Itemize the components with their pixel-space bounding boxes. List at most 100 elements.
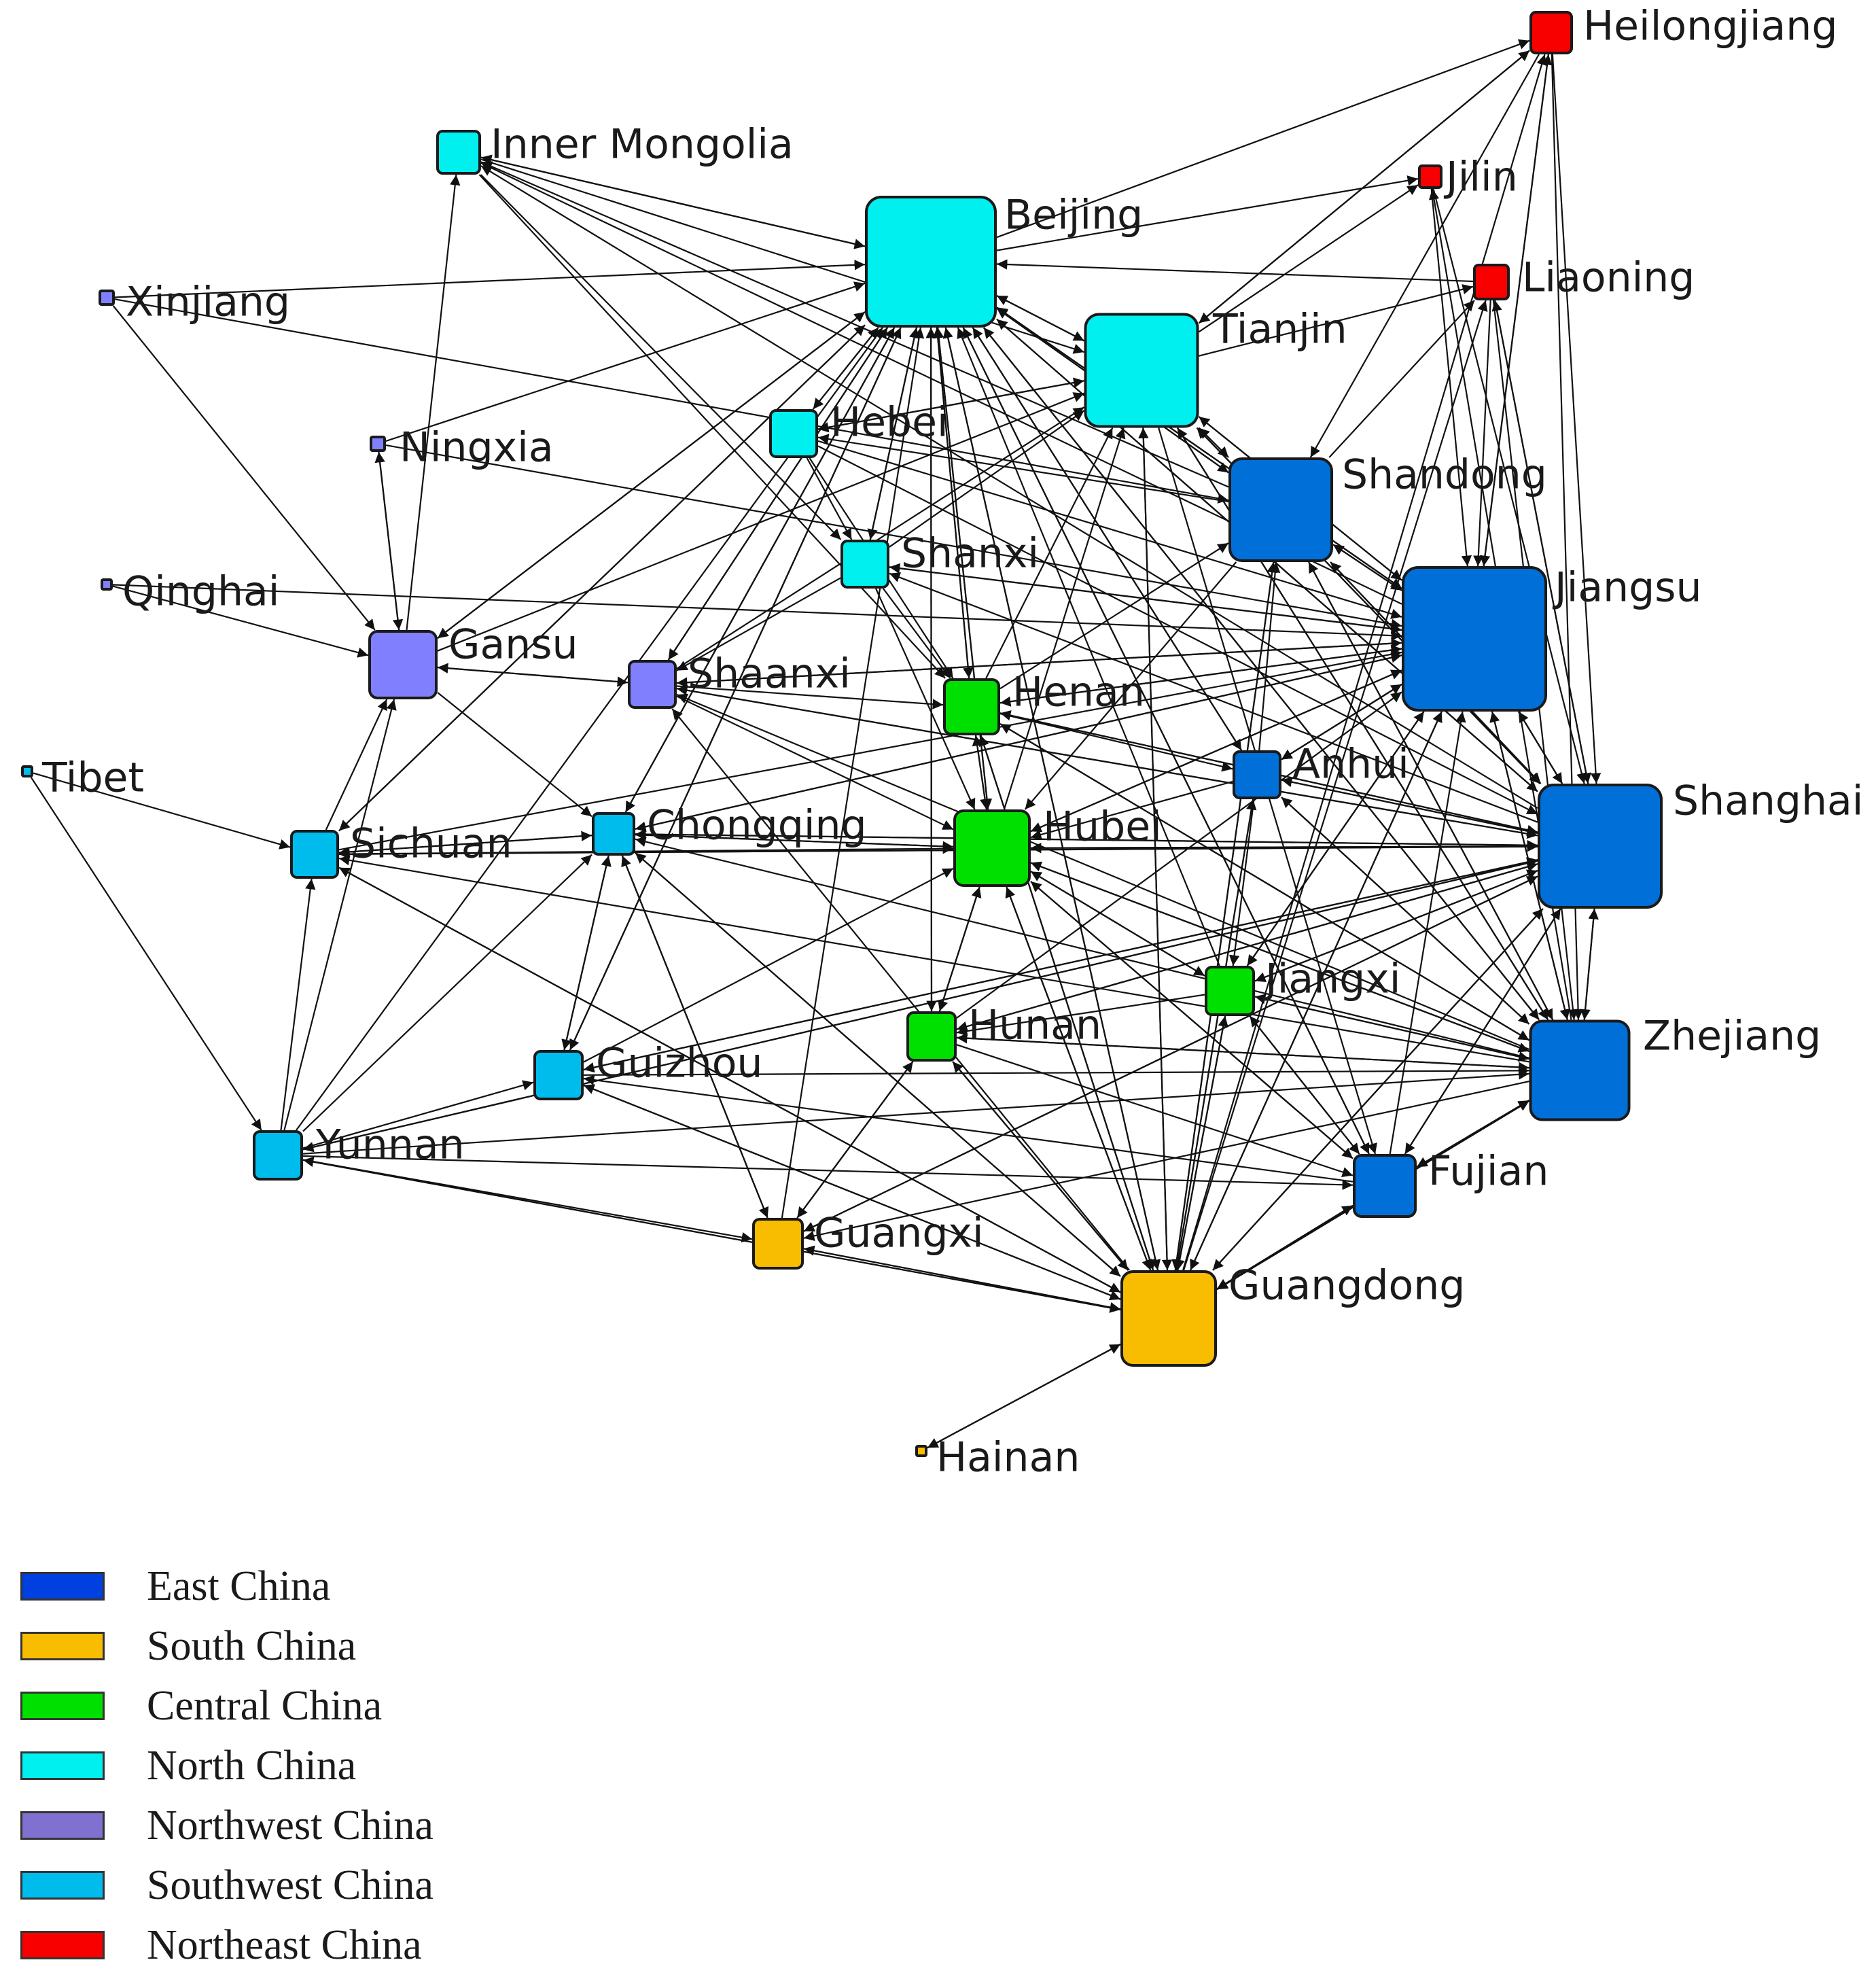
- node-hubei[interactable]: Hubei: [953, 803, 1162, 887]
- node-shanxi[interactable]: Shanxi: [840, 530, 1039, 589]
- node-box-hainan[interactable]: [915, 1445, 927, 1457]
- edge-shanghai-to-guangxi: [803, 875, 1538, 1232]
- node-hunan[interactable]: Hunan: [906, 1002, 1101, 1062]
- node-box-ningxia[interactable]: [370, 436, 386, 452]
- node-sichuan[interactable]: Sichuan: [290, 820, 512, 879]
- edge-shanxi-to-hubei: [875, 588, 976, 810]
- node-box-sichuan[interactable]: [290, 830, 339, 879]
- node-box-liaoning[interactable]: [1473, 264, 1510, 300]
- node-guangxi[interactable]: Guangxi: [752, 1210, 984, 1270]
- legend-item-central-china: Central China: [20, 1676, 433, 1736]
- node-box-tianjin[interactable]: [1084, 313, 1199, 428]
- node-shanghai[interactable]: Shanghai: [1538, 777, 1863, 909]
- edge-liaoning-to-jiangsu: [1473, 300, 1491, 567]
- node-box-tibet[interactable]: [21, 765, 33, 777]
- node-jiangxi[interactable]: Jiangxi: [1205, 956, 1400, 1016]
- edge-gansu-to-chongqing: [437, 692, 592, 818]
- node-box-shanghai[interactable]: [1538, 784, 1663, 909]
- node-box-gansu[interactable]: [368, 630, 438, 699]
- node-box-guangxi[interactable]: [752, 1218, 804, 1270]
- node-box-shanxi[interactable]: [840, 540, 889, 589]
- edge-zhejiang-to-hubei: [1030, 861, 1529, 1052]
- node-box-heilongjiang[interactable]: [1529, 11, 1573, 54]
- edge-yunnan-to-sichuan: [280, 878, 316, 1131]
- node-label-shanghai: Shanghai: [1673, 777, 1863, 825]
- edge-guangdong-to-sichuan: [338, 867, 1121, 1293]
- node-box-hunan[interactable]: [906, 1011, 957, 1062]
- node-label-heilongjiang: Heilongjiang: [1583, 3, 1837, 50]
- node-label-henan: Henan: [1012, 669, 1145, 716]
- node-box-hubei[interactable]: [953, 809, 1031, 887]
- node-label-guizhou: Guizhou: [596, 1040, 762, 1087]
- node-box-beijing[interactable]: [865, 196, 997, 328]
- edge-guangdong-to-shandong: [1174, 561, 1277, 1271]
- node-fujian[interactable]: Fujian: [1353, 1148, 1548, 1218]
- edge-guangdong-to-shanghai: [1212, 908, 1544, 1271]
- node-box-zhejiang[interactable]: [1529, 1019, 1631, 1121]
- node-box-chongqing[interactable]: [592, 812, 635, 856]
- legend-swatch: [20, 1931, 105, 1959]
- node-box-qinghai[interactable]: [101, 578, 113, 591]
- node-label-hainan: Hainan: [936, 1434, 1080, 1482]
- node-inner-mongolia[interactable]: Inner Mongolia: [436, 121, 794, 175]
- node-ningxia[interactable]: Ningxia: [370, 424, 554, 472]
- node-guangdong[interactable]: Guangdong: [1120, 1262, 1465, 1367]
- node-label-fujian: Fujian: [1428, 1148, 1548, 1195]
- edge-zhejiang-to-henan: [999, 723, 1530, 1041]
- node-heilongjiang[interactable]: Heilongjiang: [1529, 3, 1837, 54]
- node-jilin[interactable]: Jilin: [1418, 154, 1518, 201]
- edge-yunnan-to-fujian: [302, 1155, 1353, 1190]
- node-box-fujian[interactable]: [1353, 1154, 1417, 1218]
- edge-jiangxi-to-hubei: [1030, 871, 1205, 977]
- node-yunnan[interactable]: Yunnan: [253, 1121, 465, 1181]
- node-anhui[interactable]: Anhui: [1233, 741, 1409, 799]
- edge-jiangsu-to-henan: [999, 648, 1402, 707]
- node-hebei[interactable]: Hebei: [769, 399, 949, 458]
- node-qinghai[interactable]: Qinghai: [101, 568, 279, 616]
- node-box-inner-mongolia[interactable]: [436, 130, 481, 175]
- legend-item-east-china: East China: [20, 1556, 433, 1616]
- node-box-jilin[interactable]: [1418, 164, 1443, 189]
- node-beijing[interactable]: Beijing: [865, 192, 1143, 328]
- node-box-shandong[interactable]: [1228, 457, 1333, 562]
- node-box-xinjiang[interactable]: [99, 290, 115, 306]
- node-box-anhui[interactable]: [1233, 750, 1281, 799]
- node-tianjin[interactable]: Tianjin: [1084, 306, 1347, 428]
- node-zhejiang[interactable]: Zhejiang: [1529, 1013, 1822, 1121]
- edge-beijing-to-tianjin: [996, 295, 1085, 342]
- node-shaanxi[interactable]: Shaanxi: [628, 650, 851, 709]
- edge-shanghai-to-hunan: [956, 863, 1538, 1032]
- node-xinjiang[interactable]: Xinjiang: [99, 279, 290, 326]
- node-box-hebei[interactable]: [769, 409, 818, 458]
- legend-label: Central China: [147, 1682, 383, 1729]
- node-box-guizhou[interactable]: [533, 1050, 584, 1100]
- node-box-jiangsu[interactable]: [1402, 566, 1547, 712]
- node-henan[interactable]: Henan: [943, 669, 1145, 735]
- node-gansu[interactable]: Gansu: [368, 621, 578, 699]
- edge-anhui-to-shandong: [1258, 561, 1281, 751]
- node-liaoning[interactable]: Liaoning: [1473, 254, 1695, 302]
- edge-shanxi-to-tianjin: [889, 410, 1085, 548]
- node-box-shaanxi[interactable]: [628, 660, 677, 709]
- node-guizhou[interactable]: Guizhou: [533, 1040, 762, 1100]
- node-chongqing[interactable]: Chongqing: [592, 802, 867, 856]
- legend-item-south-china: South China: [20, 1616, 433, 1676]
- node-box-jiangxi[interactable]: [1205, 966, 1255, 1016]
- node-hainan[interactable]: Hainan: [915, 1434, 1080, 1482]
- edge-shanxi-to-henan: [883, 588, 951, 679]
- node-box-henan[interactable]: [943, 678, 1000, 735]
- edge-inner-mongolia-to-shanxi: [480, 174, 842, 540]
- node-label-hebei: Hebei: [830, 399, 949, 447]
- node-box-guangdong[interactable]: [1120, 1270, 1217, 1367]
- node-label-liaoning: Liaoning: [1522, 254, 1695, 302]
- edge-guangdong-to-guizhou: [583, 1084, 1121, 1300]
- node-tibet[interactable]: Tibet: [21, 754, 144, 802]
- node-jiangsu[interactable]: Jiangsu: [1402, 564, 1702, 712]
- edge-guangdong-to-guangxi: [803, 1245, 1121, 1310]
- edge-guangdong-to-hainan: [927, 1344, 1121, 1449]
- node-shandong[interactable]: Shandong: [1228, 451, 1547, 562]
- node-box-yunnan[interactable]: [253, 1130, 303, 1181]
